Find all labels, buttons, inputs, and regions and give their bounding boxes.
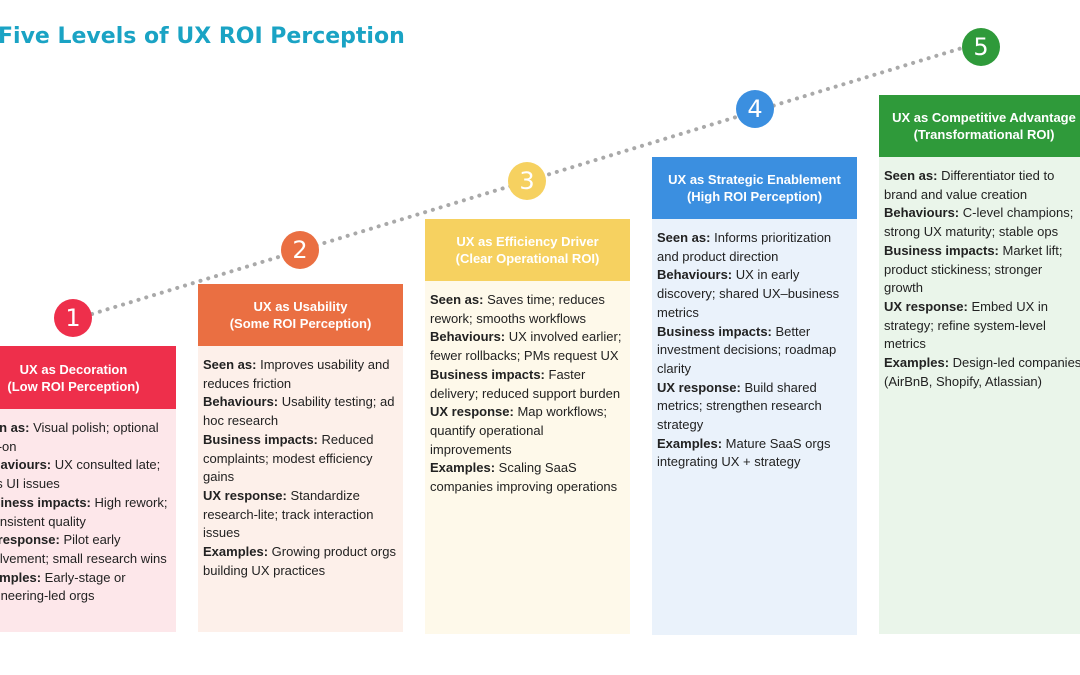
ux-response-label: UX response: (884, 298, 968, 314)
examples-label: Examples: (884, 355, 950, 371)
business-impacts-label: Business impacts: (884, 242, 999, 258)
examples-label: Examples: (203, 544, 269, 560)
business-impacts-label: Business impacts: (0, 494, 91, 510)
level-2-number-badge: 2 (281, 231, 319, 269)
examples-label: Examples: (430, 460, 496, 476)
seen-as-text: Informs prioritization and product direc… (657, 230, 832, 264)
behaviours-label: Behaviours: (884, 205, 960, 221)
examples-text: Growing product orgs building UX practic… (203, 544, 396, 578)
behaviours-label: Behaviours: (203, 394, 279, 410)
ux-response-label: UX response: (203, 487, 287, 503)
seen-as-text: Improves usability and reduces friction (203, 357, 390, 391)
level-4-number-badge: 4 (736, 90, 774, 128)
business-impacts-text: Market lift; product stickiness; stronge… (884, 242, 1063, 296)
ux-response-text: Pilot early involvement; small research … (0, 532, 167, 566)
ux-response-text: Build shared metrics; strengthen researc… (657, 379, 822, 433)
level-5-number-badge: 5 (962, 28, 1000, 66)
behaviours-text: Usability testing; ad hoc research (203, 394, 395, 429)
behaviours-text: UX consulted late; fixes UI issues (0, 457, 161, 492)
ux-response-text: Map workflows; quantify operational impr… (430, 404, 608, 457)
behaviours-text: UX in early discovery; shared UX–busines… (657, 267, 840, 320)
examples-text: Scaling SaaS companies improving operati… (430, 460, 618, 495)
level-1-heading: UX as Decoration (19, 361, 128, 377)
ux-response-text: Embed UX in strategy; refine system-leve… (884, 298, 1049, 352)
seen-as-label: Seen as: (203, 357, 257, 372)
business-impacts-text: Reduced complaints; modest efficiency ga… (203, 431, 374, 485)
level-1-body: Seen as: Visual polish; optional add-on … (0, 409, 176, 632)
level-1-subheading: (Low ROI Perception) (7, 378, 140, 394)
level-1-number-badge: 1 (54, 299, 92, 337)
level-3-heading: UX as Efficiency Driver (456, 234, 599, 249)
level-3-subheading: (Clear Operational ROI) (455, 251, 600, 266)
seen-as-label: Seen as: (884, 168, 938, 183)
examples-text: Early-stage or engineering-led orgs (0, 569, 126, 604)
behaviours-label: Behaviours: (430, 329, 506, 345)
ux-response-text: Standardize research-lite; track interac… (203, 487, 374, 541)
level-4-header: UX as Strategic Enablement (High ROI Per… (652, 157, 857, 219)
behaviours-label: Behaviours: (657, 267, 733, 283)
examples-label: Examples: (0, 569, 42, 585)
page-title: Five Levels of UX ROI Perception (0, 24, 405, 49)
level-2-card: UX as Usability (Some ROI Perception) Se… (198, 284, 403, 632)
business-impacts-text: Better investment decisions; roadmap cla… (657, 323, 837, 376)
level-4-card: UX as Strategic Enablement (High ROI Per… (652, 157, 857, 635)
level-4-body: Seen as: Informs prioritization and prod… (652, 219, 857, 635)
level-1-card: UX as Decoration (Low ROI Perception) Se… (0, 346, 176, 632)
business-impacts-label: Business impacts: (430, 366, 545, 382)
level-5-body: Seen as: Differentiator tied to brand an… (879, 157, 1080, 634)
level-3-card: UX as Efficiency Driver (Clear Operation… (425, 219, 630, 634)
level-4-heading: UX as Strategic Enablement (668, 172, 841, 187)
seen-as-label: Seen as: (657, 230, 711, 245)
seen-as-text: Visual polish; optional add-on (0, 420, 159, 454)
seen-as-text: Differentiator tied to brand and value c… (884, 168, 1055, 202)
behaviours-label: Behaviours: (0, 457, 52, 473)
behaviours-text: C-level champions; strong UX maturity; s… (884, 205, 1074, 240)
level-1-header: UX as Decoration (Low ROI Perception) (0, 346, 176, 409)
ux-response-label: UX response: (430, 404, 514, 420)
level-3-number-badge: 3 (508, 162, 546, 200)
seen-as-label: Seen as: (430, 292, 484, 307)
level-2-body: Seen as: Improves usability and reduces … (198, 346, 403, 632)
level-5-subheading: (Transformational ROI) (913, 127, 1055, 142)
examples-text: Mature SaaS orgs integrating UX + strate… (657, 435, 831, 470)
seen-as-label: Seen as: (0, 420, 30, 435)
level-5-header: UX as Competitive Advantage (Transformat… (879, 95, 1080, 157)
level-3-header: UX as Efficiency Driver (Clear Operation… (425, 219, 630, 281)
examples-label: Examples: (657, 435, 723, 451)
level-2-subheading: (Some ROI Perception) (229, 316, 372, 331)
business-impacts-label: Business impacts: (203, 431, 318, 447)
behaviours-text: UX involved earlier; fewer rollbacks; PM… (430, 329, 622, 364)
examples-text: Design-led companies (AirBnB, Shopify, A… (884, 355, 1080, 389)
business-impacts-text: Faster delivery; reduced support burden (430, 366, 621, 401)
business-impacts-label: Business impacts: (657, 323, 772, 339)
business-impacts-text: High rework; inconsistent quality (0, 494, 168, 529)
ux-response-label: UX response: (657, 379, 741, 395)
level-4-subheading: (High ROI Perception) (686, 189, 823, 204)
level-3-body: Seen as: Saves time; reduces rework; smo… (425, 281, 630, 634)
level-5-heading: UX as Competitive Advantage (892, 110, 1076, 125)
level-5-card: UX as Competitive Advantage (Transformat… (879, 95, 1080, 634)
seen-as-text: Saves time; reduces rework; smooths work… (430, 292, 605, 326)
ux-response-label: UX response: (0, 532, 60, 548)
level-2-header: UX as Usability (Some ROI Perception) (198, 284, 403, 346)
level-2-heading: UX as Usability (253, 299, 348, 314)
